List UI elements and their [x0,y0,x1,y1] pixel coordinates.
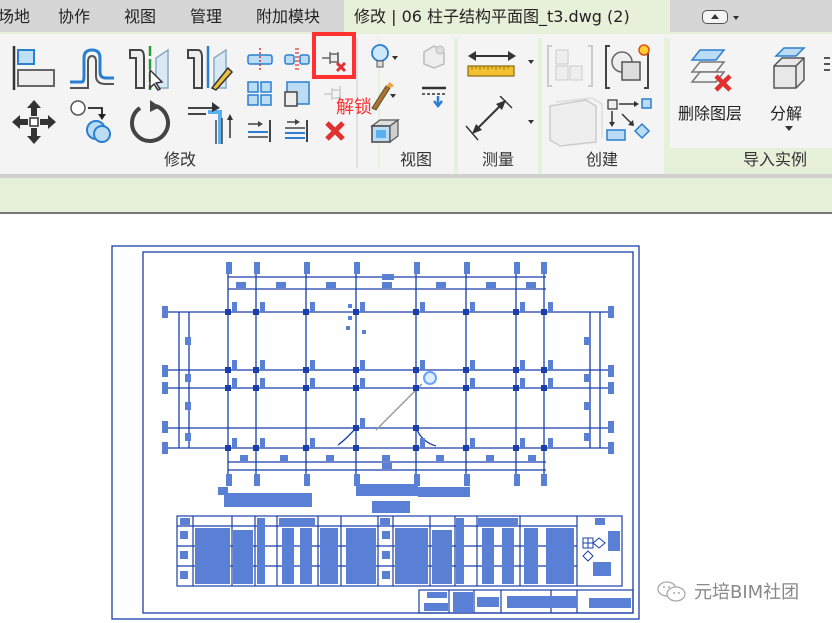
selection-box-icon[interactable] [368,118,402,146]
array-icon[interactable] [246,80,274,108]
drawing-canvas[interactable] [0,216,832,623]
panel-measure: 测量 [458,34,538,174]
wechat-icon [657,581,686,602]
panel-create: 创建 [542,34,664,174]
align-icon[interactable] [10,44,58,92]
create-group-icon[interactable] [546,96,606,148]
panel-label-import-instance: 导入实例 [742,150,807,169]
delete-layers-button[interactable]: 删除图层 [678,104,743,123]
tab-collaborate[interactable]: 协作 [58,7,91,26]
pin-icon[interactable] [322,84,348,108]
more-tools-icon[interactable] [822,56,832,80]
delete-icon[interactable] [322,118,348,144]
panel-label-view: 视图 [399,150,432,169]
panel-separator [664,38,670,178]
panel-label-modify: 修改 [163,150,196,169]
trim-extend-single-icon[interactable] [246,118,274,144]
copy-icon[interactable] [68,98,116,146]
ribbon: 修改 视图 测量 [0,32,832,178]
create-similar-icon[interactable] [606,98,654,144]
hide-in-view-icon[interactable] [370,42,410,74]
unpin-highlight-box [312,32,356,79]
minimize-ribbon-icon [702,10,728,24]
override-graphics-icon[interactable] [368,80,408,112]
tab-manage[interactable]: 管理 [190,7,223,26]
unpin-icon[interactable] [320,48,348,74]
panel-label-measure: 测量 [481,150,514,169]
unpin-annotation-label: 解锁 [336,97,372,118]
panel-modify: 修改 [0,34,380,174]
panel-view: 视图 [370,34,454,174]
dwg-structural-column-plan[interactable] [0,216,832,623]
offset-icon[interactable] [68,46,116,90]
panel-label-create: 创建 [585,150,618,169]
scale-icon[interactable] [283,80,311,108]
measure-between-references-icon[interactable] [464,46,534,82]
mirror-draw-axis-icon[interactable] [186,44,234,92]
watermark-text: 元培BIM社团 [694,582,800,603]
trim-extend-corner-icon[interactable] [186,98,234,146]
explode-icon[interactable] [770,46,810,92]
trim-extend-multiple-icon[interactable] [283,118,311,144]
mirror-pick-axis-icon[interactable] [126,44,174,92]
panel-separator [454,38,458,178]
ribbon-tab-bar: 场地 协作 视图 管理 附加模块 修改 | 06 柱子结构平面图_t3.dwg … [0,0,832,32]
panel-separator [538,38,542,178]
panel-separator [356,38,358,168]
split-element-icon[interactable] [246,46,274,72]
chevron-down-icon[interactable] [785,126,793,132]
explode-button[interactable]: 分解 [770,104,803,123]
chevron-down-icon [733,16,739,20]
linework-gray-icon[interactable] [420,42,448,70]
import-instance-label-bar [670,148,832,176]
tab-site[interactable]: 场地 [0,7,31,26]
tab-add-ins[interactable]: 附加模块 [256,7,321,26]
linework-icon[interactable] [420,84,448,110]
panel-import-instance: 删除图层 分解 导入实例 [670,34,832,174]
rotate-icon[interactable] [126,98,174,146]
ribbon-minimize-button[interactable] [702,10,742,26]
tab-view[interactable]: 视图 [124,7,157,26]
aligned-dimension-icon[interactable] [464,96,534,142]
delete-layers-icon[interactable] [690,46,738,92]
create-parts-icon[interactable] [604,40,656,90]
tab-modify-dwg[interactable]: 修改 | 06 柱子结构平面图_t3.dwg (2) [344,0,670,32]
watermark: 元培BIM社团 [656,578,799,604]
ribbon-divider [0,174,832,178]
move-icon[interactable] [10,98,58,146]
options-bar [0,178,832,214]
create-assembly-icon[interactable] [546,44,594,88]
split-with-gap-icon[interactable] [283,46,311,72]
